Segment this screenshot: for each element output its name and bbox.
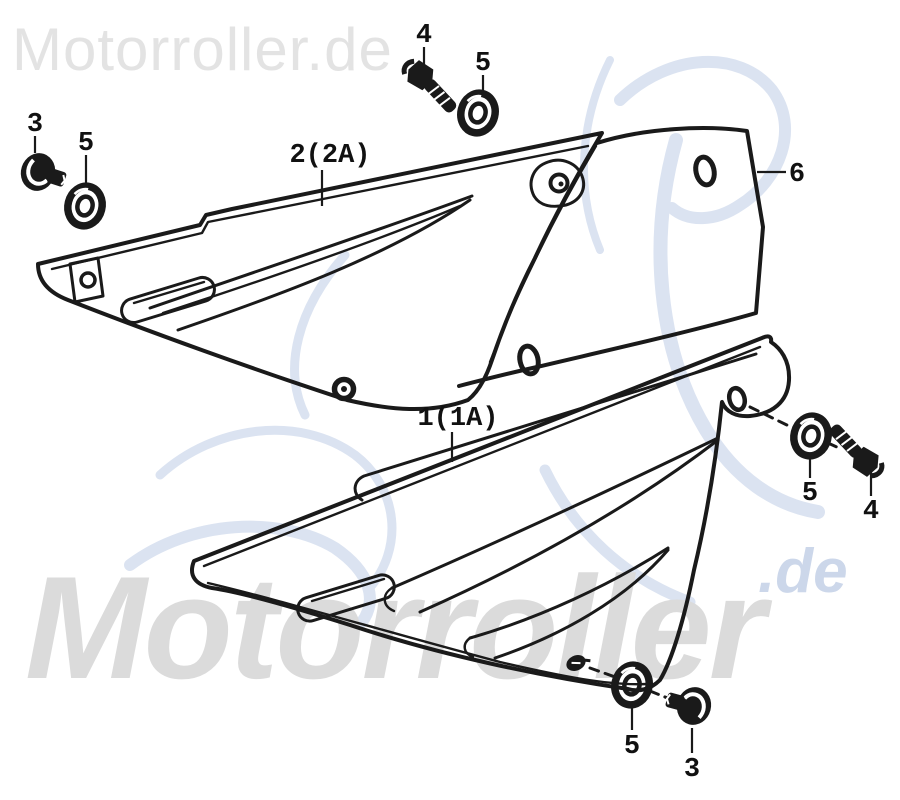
callout-3-bottom: 3 [684,755,700,785]
callout-leaders [33,47,873,753]
upper-cover-bracket [68,256,105,304]
lower-cover-ledge [353,352,758,502]
header-watermark-text: Motorroller.de [12,16,393,83]
callout-6: 6 [789,160,805,190]
screw-left [13,146,73,201]
callout-5-left: 5 [78,129,94,159]
callout-5-bottom: 5 [624,732,640,762]
lower-cover-outline [190,334,792,693]
part-side-cover-upper-2 [36,131,604,411]
hex-bolt-top [398,54,465,116]
lower-cover-edge-inner [202,345,762,568]
upper-cover-vent-accent [161,204,462,315]
lower-cover-edge-screw [566,654,591,672]
callout-3-left: 3 [27,110,43,140]
lower-cover-vent-a-line-2 [418,438,720,614]
inner-cover-outline [457,126,765,388]
lower-cover-bracket-hole [726,385,748,413]
part-inner-cover-6 [457,126,765,388]
lower-cover-vent-b-line-1 [468,546,670,640]
upper-cover-edge-inner [50,144,590,271]
upper-cover-slot-inner [132,280,206,305]
callout-4-right: 4 [863,497,879,527]
sketch-stroke-wheel-arc [155,425,397,595]
lower-cover-slot-inner [310,577,386,603]
upper-cover-grommet-pin [341,386,347,392]
callout-4-top: 4 [416,21,432,51]
inner-cover-hole-top [693,154,717,188]
sketch-stroke-wheel-crescent [124,520,376,628]
upper-cover-slot [120,275,216,325]
hex-bolt-right [820,420,887,482]
lower-cover-bottom-inner [206,581,650,686]
scooter-sketch-watermark [124,56,825,628]
callout-2-2a: 2(2A) [289,141,370,171]
sketch-stroke-fork [580,56,614,254]
upper-cover-vent-line-2 [176,198,472,332]
dash-bracket-to-grommet [748,405,795,430]
main-watermark-text: Motorroller [25,546,773,709]
lower-cover-slot [296,573,396,623]
callout-5-right: 5 [802,479,818,509]
part-side-cover-lower-1 [190,334,792,693]
upper-cover-bracket-hole [79,271,97,289]
sketch-stroke-handlebar [614,56,792,225]
upper-cover-boss-hole [548,172,570,194]
grommet-left [64,182,107,229]
upper-cover-right-edge-inner [488,144,598,364]
grommet-right [790,412,833,459]
inner-cover-hole-bottom [517,343,541,377]
upper-cover-boss-pin [558,181,564,187]
domain-watermark-text: .de [758,537,848,606]
callout-1-1a: 1(1A) [417,404,498,434]
callout-labels: 4 5 3 5 2(2A) 6 1(1A) 5 4 5 3 [27,21,879,785]
grommet-top [457,89,500,136]
upper-cover-boss [529,158,586,208]
sketch-stroke-rear [539,464,696,608]
lower-cover-vent-b-cap [463,636,475,659]
upper-cover-outline [36,131,604,411]
lower-cover-vent-b-line-2 [493,548,670,660]
lower-cover-vent-a-line-1 [390,436,720,590]
sketch-stroke-body [653,133,825,519]
callout-5-top: 5 [475,49,491,79]
upper-cover-vent-line-1 [148,194,474,310]
upper-cover-grommet-hole [331,376,357,402]
